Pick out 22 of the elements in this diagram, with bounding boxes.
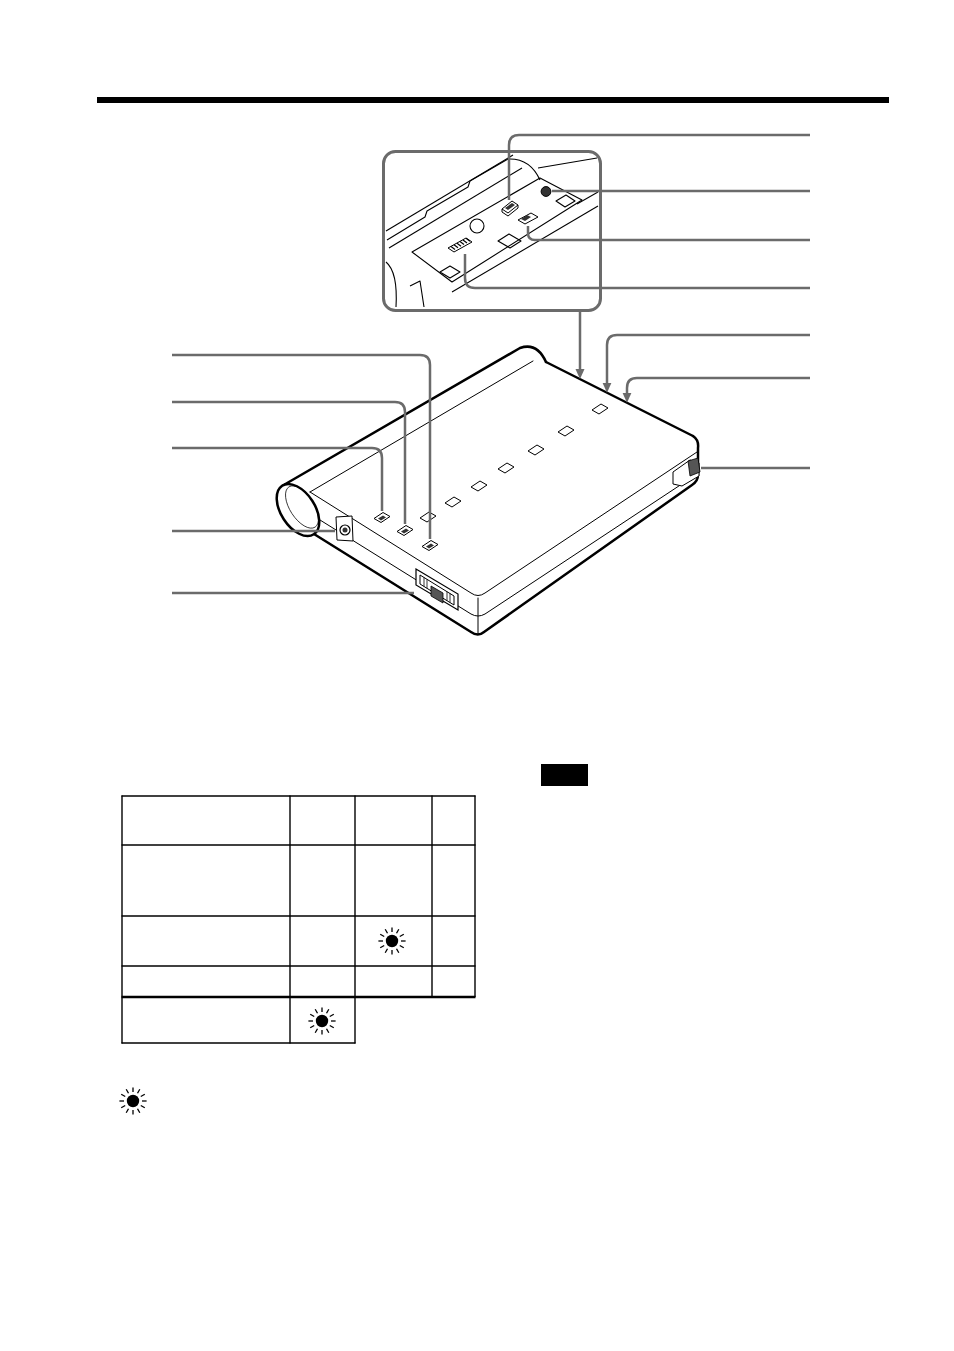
slide-switch	[414, 567, 460, 611]
inset-drawing	[382, 150, 602, 312]
leader-arrow	[622, 376, 810, 403]
leader-arrow	[602, 333, 810, 393]
slide-switch	[517, 212, 539, 226]
round-button	[540, 186, 552, 197]
arrow	[575, 312, 585, 380]
push-key	[421, 539, 439, 552]
jack	[335, 515, 354, 542]
leader-line	[172, 446, 384, 511]
toggle-switch	[501, 200, 519, 217]
leader-line	[552, 189, 810, 193]
leader-line	[507, 133, 810, 200]
side-switch	[671, 456, 701, 486]
push-key	[396, 524, 414, 537]
pin-connector	[447, 237, 473, 254]
rear-edge	[544, 360, 695, 438]
leader-line	[172, 400, 407, 524]
push-key	[373, 511, 391, 524]
leader-line	[172, 591, 414, 595]
leader-line	[701, 466, 810, 470]
leader-line	[172, 353, 432, 539]
